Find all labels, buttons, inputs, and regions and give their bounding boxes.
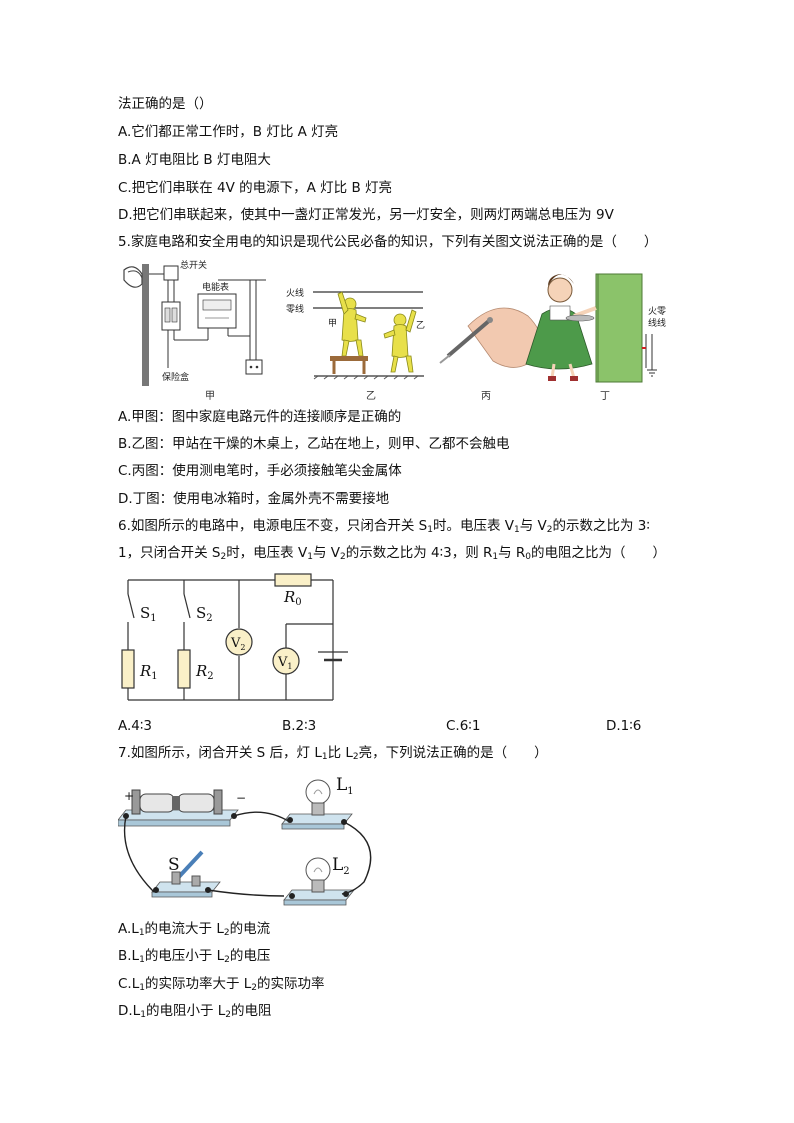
figure-bing-test-pen — [439, 307, 542, 368]
caption-ding: 丁 — [600, 391, 610, 402]
q6-stem-line-2: 1，只闭合开关 S2时，电压表 V1与 V2的示数之比为 4∶3，则 R1与 R… — [118, 545, 667, 562]
q5-figures: 总开关 电能表 保险盒 火线 零线 甲 — [118, 256, 678, 401]
q4-stem: 法正确的是（） — [118, 96, 213, 112]
q5-option-b: B.乙图：甲站在干燥的木桌上，乙站在地上，则甲、乙都不会触电 — [118, 436, 510, 452]
label-switch-s: S — [168, 855, 180, 875]
q7-option-b: B.L1的电压小于 L2的电压 — [118, 948, 271, 965]
label-battery-plus: + — [124, 789, 134, 803]
label-live-wire: 火线 — [286, 287, 304, 299]
q5-stem: 5.家庭电路和安全用电的知识是现代公民必备的知识，下列有关图文说法正确的是（ ） — [118, 234, 658, 250]
figure-yi-electric-shock: 火线 零线 甲 乙 — [286, 287, 425, 380]
label-v1: V1 — [277, 655, 292, 671]
q6-stem-line-1: 6.如图所示的电路中，电源电压不变，只闭合开关 S1时。电压表 V1与 V2的示… — [118, 518, 650, 535]
label-l2: L2 — [332, 855, 350, 877]
label-l1: L1 — [336, 775, 354, 797]
q7-option-d: D.L1的电阻小于 L2的电阻 — [118, 1003, 272, 1020]
q7-stem: 7.如图所示，闭合开关 S 后，灯 L1比 L2亮，下列说法正确的是（ ） — [118, 745, 548, 762]
figure-ding-refrigerator: 火零 线线 — [525, 273, 666, 383]
label-r0: R0 — [283, 588, 302, 608]
q7-option-a: A.L1的电流大于 L2的电流 — [118, 921, 271, 938]
label-meter: 电能表 — [202, 281, 229, 293]
q5-option-c: C.丙图：使用测电笔时，手必须接触笔尖金属体 — [118, 463, 402, 479]
q6-option-c: C.6∶1 — [446, 718, 481, 734]
label-s2: S2 — [196, 604, 213, 624]
q5-option-d: D.丁图：使用电冰箱时，金属外壳不需要接地 — [118, 491, 390, 507]
q5-option-a: A.甲图：图中家庭电路元件的连接顺序是正确的 — [118, 409, 402, 425]
q4-option-b: B.A 灯电阻比 B 灯电阻大 — [118, 152, 271, 168]
label-wire-side: 线线 — [648, 317, 666, 329]
label-person-jia: 甲 — [328, 318, 337, 329]
q6-option-a: A.4∶3 — [118, 718, 152, 734]
label-neutral-wire: 零线 — [286, 303, 304, 315]
q7-option-c: C.L1的实际功率大于 L2的实际功率 — [118, 976, 325, 993]
caption-jia: 甲 — [205, 391, 215, 402]
label-person-yi: 乙 — [416, 320, 425, 331]
figure-jia-household-circuit: 总开关 电能表 保险盒 — [123, 259, 266, 386]
label-fuse-box: 保险盒 — [162, 371, 189, 383]
label-live-neutral: 火零 — [648, 306, 666, 317]
q7-circuit-illustration: + − L1 L2 S — [117, 772, 388, 912]
q6-option-d: D.1∶6 — [606, 718, 642, 734]
q4-option-c: C.把它们串联在 4V 的电源下，A 灯比 B 灯亮 — [118, 180, 392, 196]
label-r1: R1 — [139, 662, 158, 682]
q4-option-a: A.它们都正常工作时，B 灯比 A 灯亮 — [118, 124, 339, 140]
q4-option-d: D.把它们串联起来，使其中一盏灯正常发光，另一灯安全，则两灯两端总电压为 9V — [118, 207, 614, 223]
caption-yi: 乙 — [366, 391, 376, 402]
q6-option-b: B.2∶3 — [282, 718, 317, 734]
label-r2: R2 — [195, 662, 214, 682]
label-v2: V2 — [230, 636, 245, 652]
q6-circuit-diagram: S1 S2 R1 R2 R0 V2 V1 — [118, 570, 358, 712]
label-main-switch: 总开关 — [180, 259, 207, 271]
caption-bing: 丙 — [481, 391, 491, 402]
label-battery-minus: − — [236, 791, 246, 805]
label-s1: S1 — [140, 604, 157, 624]
